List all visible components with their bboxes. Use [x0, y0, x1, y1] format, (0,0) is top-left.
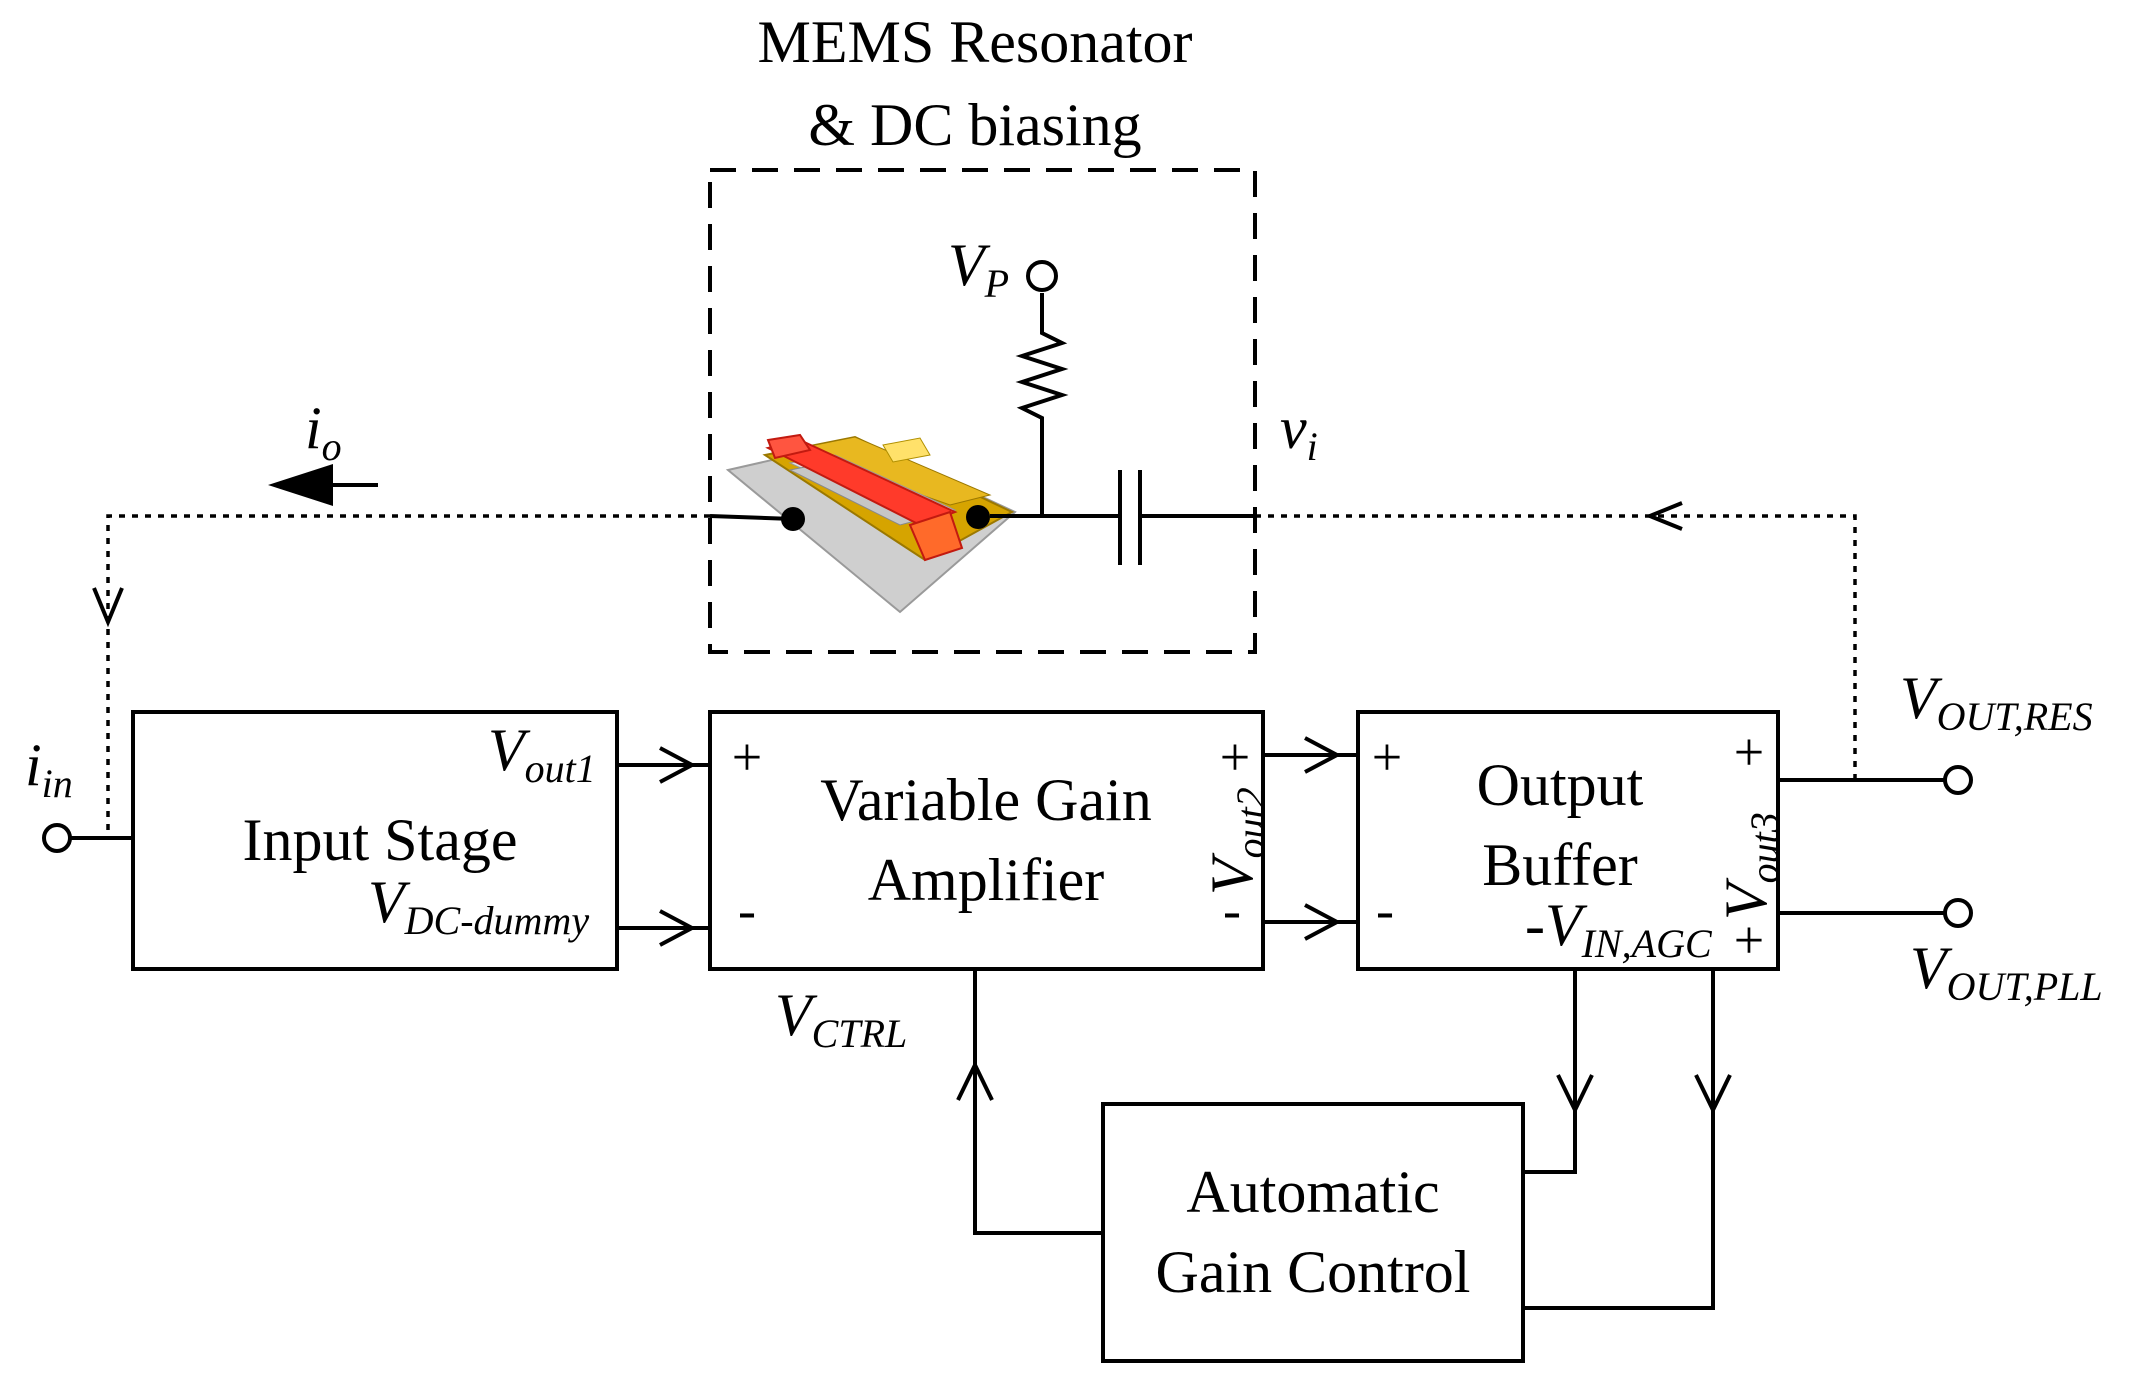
io-arrow-head [268, 464, 333, 506]
vga-label-line1: Variable Gain [820, 767, 1152, 833]
vga-plus-out: + [1220, 727, 1250, 787]
vga-plus-in: + [732, 727, 762, 787]
vout-res-label: VOUT,RES [1900, 665, 2093, 739]
vctrl-label: VCTRL [775, 982, 907, 1056]
resonator-title-line2: & DC biasing [808, 92, 1141, 158]
vout1-label: Vout1 [488, 717, 596, 791]
buffer-plus-out-lower: + [1734, 910, 1764, 970]
vctrl-arrow [956, 1060, 994, 1101]
vga-minus-in: - [738, 880, 756, 940]
electrode-dot-right [966, 505, 990, 529]
vout-res-terminal [1943, 765, 1973, 795]
vin-agc-label: -VIN,AGC [1525, 892, 1713, 966]
resonator-input-wire [709, 514, 794, 521]
output-buffer-block [1356, 710, 1780, 971]
agc-input-wire-2 [1523, 969, 1715, 1310]
agc-input-arrow-2 [1694, 1074, 1732, 1115]
vout-pll-terminal [1943, 898, 1973, 928]
vp-terminal [1026, 260, 1058, 292]
agc-label-line2: Gain Control [1156, 1239, 1471, 1305]
agc-input-wire-1 [1523, 969, 1577, 1174]
iin-label: iin [25, 732, 73, 806]
vi-label: vi [1280, 395, 1318, 469]
vga-minus-out: - [1223, 880, 1241, 940]
vout-pll-label: VOUT,PLL [1910, 935, 2103, 1009]
vctrl-wire [973, 969, 1103, 1235]
agc-input-arrow-1 [1556, 1074, 1594, 1115]
feedback-path-left [106, 514, 710, 838]
io-label: io [305, 395, 342, 469]
buffer-minus-in: - [1376, 880, 1394, 940]
agc-block [1101, 1102, 1525, 1363]
vdc-arrow [659, 909, 697, 947]
vga-label-line2: Amplifier [868, 847, 1105, 913]
bias-resistor [1015, 293, 1069, 440]
vga-block [708, 710, 1265, 971]
input-stage-block [131, 710, 619, 971]
mems-device-icon [725, 433, 1017, 614]
buffer-label-line1: Output [1477, 752, 1644, 818]
agc-label-line1: Automatic [1186, 1159, 1439, 1225]
vp-label: VP [948, 232, 1009, 306]
vout2-plus-arrow [1304, 736, 1342, 774]
resonator-dashed-box [708, 168, 1257, 654]
buffer-label-line2: Buffer [1482, 832, 1638, 898]
vout3-label: Vout3 [1713, 812, 1787, 920]
vout2-minus-arrow [1304, 903, 1342, 941]
iin-terminal [42, 823, 72, 853]
vout1-arrow [659, 746, 697, 784]
feedback-arrow-down [92, 587, 124, 628]
feedback-arrow-left [1644, 501, 1683, 531]
buffer-plus-out: + [1734, 722, 1764, 782]
resonator-title-line1: MEMS Resonator [758, 9, 1193, 75]
buffer-plus-in: + [1372, 727, 1402, 787]
input-stage-label: Input Stage [243, 807, 518, 873]
vout2-label: Vout2 [1199, 787, 1273, 895]
feedback-path-right [1255, 514, 1857, 780]
vdc-dummy-label: VDC-dummy [368, 869, 589, 943]
